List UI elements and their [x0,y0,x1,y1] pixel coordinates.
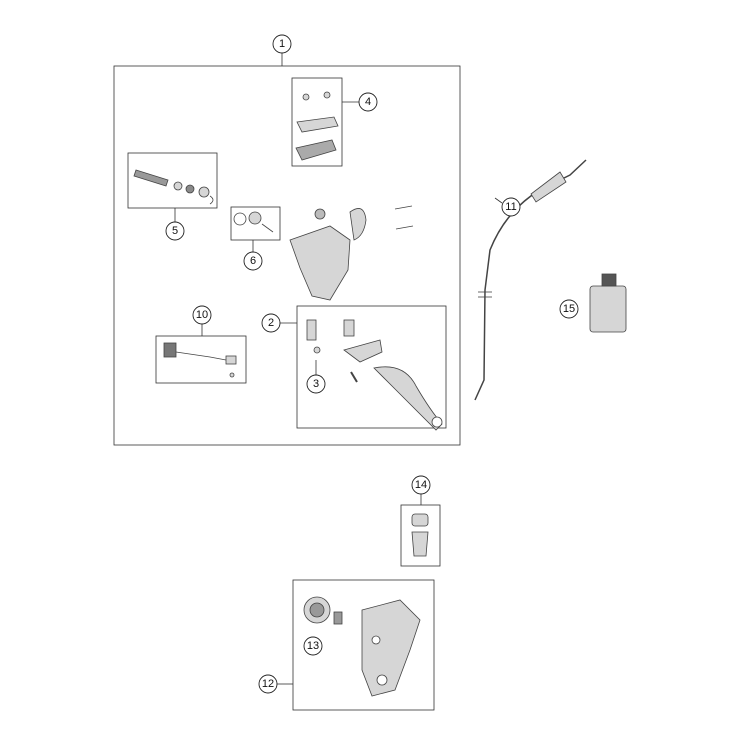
slave-cylinder-part [303,596,421,697]
group-box-1 [113,65,461,446]
callout-5 [165,221,185,241]
group-box-4 [291,77,343,167]
switch-cable-part [163,342,237,378]
hydraulic-line-part [474,159,587,401]
piston-kit-part [133,169,214,205]
callout-label-5: 5 [172,225,178,237]
callout-13 [303,636,323,656]
callout-label-4: 4 [365,96,371,108]
callout-label-15: 15 [563,303,575,315]
brake-fluid-bottle-part [589,273,627,333]
piston-part [411,513,429,557]
callout-label-6: 6 [250,255,256,267]
lever-assembly-part [306,319,443,431]
callout-label-10: 10 [196,309,208,321]
callout-label-3: 3 [313,378,319,390]
callout-11 [501,197,521,217]
group-box-12 [292,579,435,711]
callout-label-2: 2 [268,317,274,329]
callout-label-12: 12 [262,678,274,690]
callout-1 [272,34,292,54]
callout-6 [243,251,263,271]
callout-4 [358,92,378,112]
callout-3 [306,374,326,394]
master-cylinder-part [289,205,414,301]
callout-12 [258,674,278,694]
reservoir-cover-part [295,91,339,161]
callout-15 [559,299,579,319]
callout-label-13: 13 [307,640,319,652]
callout-label-11: 11 [505,201,516,213]
seal-kit-part [233,211,274,233]
callout-label-1: 1 [279,38,285,50]
group-box-5 [127,152,218,209]
group-box-6 [230,206,281,241]
callout-2 [261,313,281,333]
group-box-10 [155,335,247,384]
callout-10 [192,305,212,325]
group-box-2 [296,305,447,429]
group-box-14 [400,504,441,567]
callout-label-14: 14 [415,479,427,491]
callout-14 [411,475,431,495]
